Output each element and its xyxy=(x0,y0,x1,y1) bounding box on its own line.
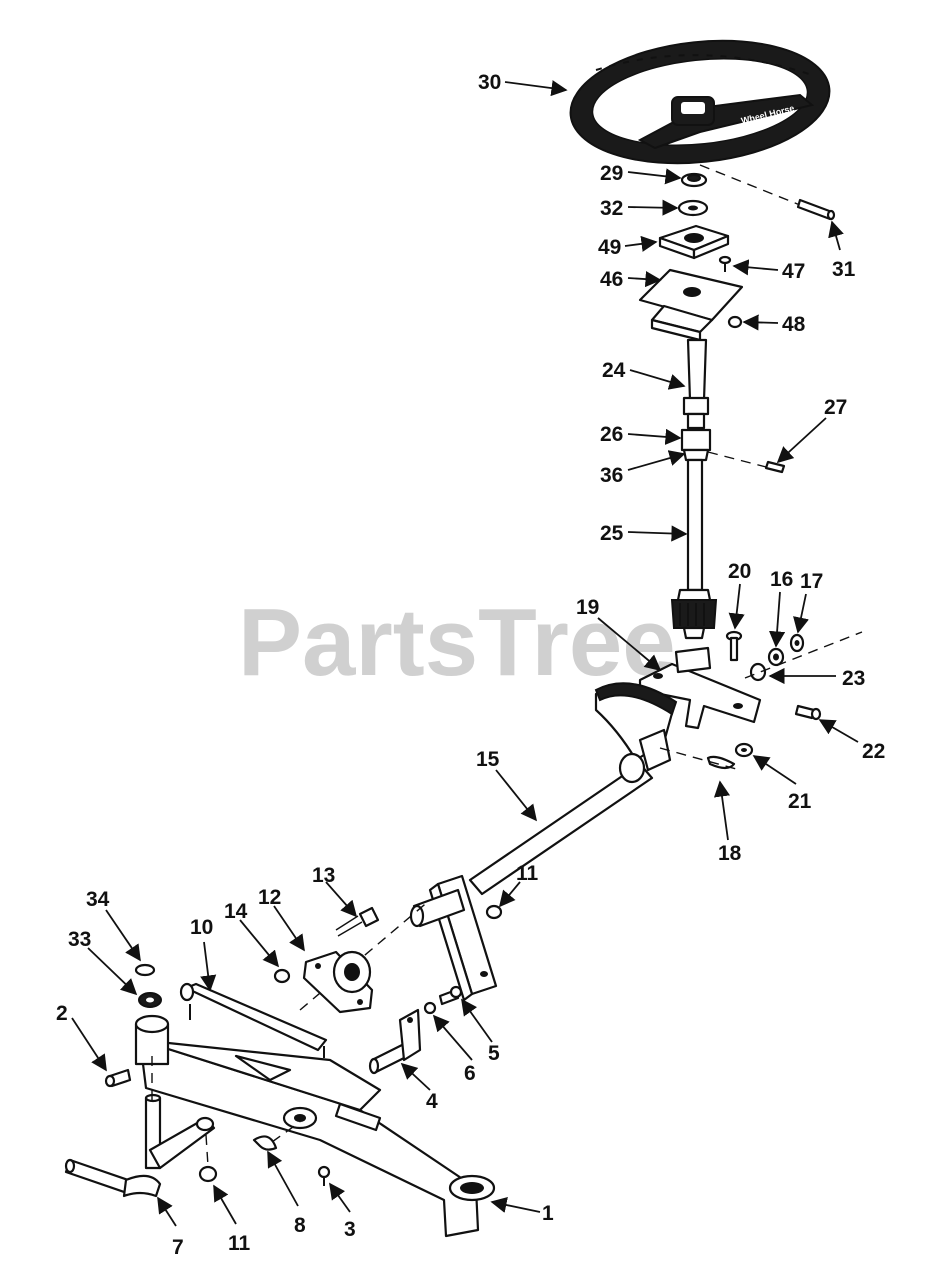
callout-6: 6 xyxy=(464,1062,476,1085)
spacer-16 xyxy=(767,647,785,667)
nut-48 xyxy=(727,315,743,329)
washer-17 xyxy=(789,633,805,653)
steering-shaft-upper xyxy=(680,338,771,469)
callout-5: 5 xyxy=(488,1042,500,1065)
callout-12: 12 xyxy=(258,886,281,909)
callout-11-lower: 11 xyxy=(228,1232,251,1255)
callout-13: 13 xyxy=(312,864,335,887)
bushing-23 xyxy=(744,631,863,682)
grease-fitting-3 xyxy=(317,1165,331,1186)
flange-bearing-12 xyxy=(302,950,374,1014)
callout-31: 31 xyxy=(832,258,856,281)
leader-lines xyxy=(71,80,859,1227)
sector-gear xyxy=(594,682,678,772)
callout-20: 20 xyxy=(728,560,751,583)
cap-29 xyxy=(680,172,708,188)
callout-25: 25 xyxy=(600,522,624,545)
callout-24: 24 xyxy=(602,359,626,382)
pivot-bolt-4 xyxy=(368,1008,422,1075)
bracket-46 xyxy=(638,268,744,342)
callout-22: 22 xyxy=(862,740,885,763)
callout-4: 4 xyxy=(426,1090,438,1113)
callout-46: 46 xyxy=(600,268,623,291)
callout-2: 2 xyxy=(56,1002,68,1025)
callout-34: 34 xyxy=(86,888,110,911)
callout-14: 14 xyxy=(224,900,248,923)
fitting-22 xyxy=(794,704,822,721)
spindle-7 xyxy=(64,1050,216,1198)
clip-8 xyxy=(252,1121,301,1151)
callout-23: 23 xyxy=(842,667,865,690)
callout-8: 8 xyxy=(294,1214,306,1237)
callout-1: 1 xyxy=(542,1202,554,1225)
clip-34 xyxy=(134,963,156,977)
callout-27: 27 xyxy=(824,396,847,419)
bolt-20 xyxy=(725,630,743,662)
steering-wheel: Wheel Horse xyxy=(569,39,831,165)
bushing-plate-49 xyxy=(658,224,730,260)
cotter-pin-18 xyxy=(706,755,736,770)
washer-32 xyxy=(677,199,709,217)
bolt-5 xyxy=(438,985,463,1006)
callout-32: 32 xyxy=(600,197,623,220)
callout-36: 36 xyxy=(600,464,623,487)
callout-47: 47 xyxy=(782,260,805,283)
callout-19: 19 xyxy=(576,596,599,619)
callout-21: 21 xyxy=(788,790,812,813)
bolt-13 xyxy=(335,906,380,937)
nut-11-lower xyxy=(198,1134,218,1183)
callout-17: 17 xyxy=(800,570,823,593)
nut-11-upper xyxy=(485,904,503,920)
callout-49: 49 xyxy=(598,236,621,259)
steering-shaft-lower xyxy=(670,458,718,640)
grease-fitting-2 xyxy=(104,1068,132,1088)
front-axle-1 xyxy=(134,1014,496,1238)
callout-7: 7 xyxy=(172,1236,184,1259)
nut-14 xyxy=(273,968,291,984)
callout-26: 26 xyxy=(600,423,623,446)
callout-33: 33 xyxy=(68,928,91,951)
washer-33 xyxy=(138,992,162,1008)
callout-48: 48 xyxy=(782,313,806,336)
callout-10: 10 xyxy=(190,916,213,939)
callout-30: 30 xyxy=(478,71,501,94)
spring-pin-27 xyxy=(764,460,786,474)
callout-labels: 30 29 32 49 46 47 48 31 24 26 27 36 25 2… xyxy=(56,71,885,1259)
screw-47 xyxy=(718,255,732,272)
callout-11-upper: 11 xyxy=(516,862,539,885)
washer-6 xyxy=(423,1001,437,1015)
callout-15: 15 xyxy=(476,748,500,771)
roll-pin-31 xyxy=(699,164,836,221)
callout-3: 3 xyxy=(344,1218,356,1241)
callout-29: 29 xyxy=(600,162,623,185)
callout-16: 16 xyxy=(770,568,793,591)
nut-21 xyxy=(734,742,754,758)
steering-tie-shaft-15 xyxy=(468,747,741,896)
callout-18: 18 xyxy=(718,842,742,865)
watermark: PartsTree xyxy=(238,589,676,696)
drag-link-10 xyxy=(179,982,328,1058)
support-plate xyxy=(299,874,498,1011)
